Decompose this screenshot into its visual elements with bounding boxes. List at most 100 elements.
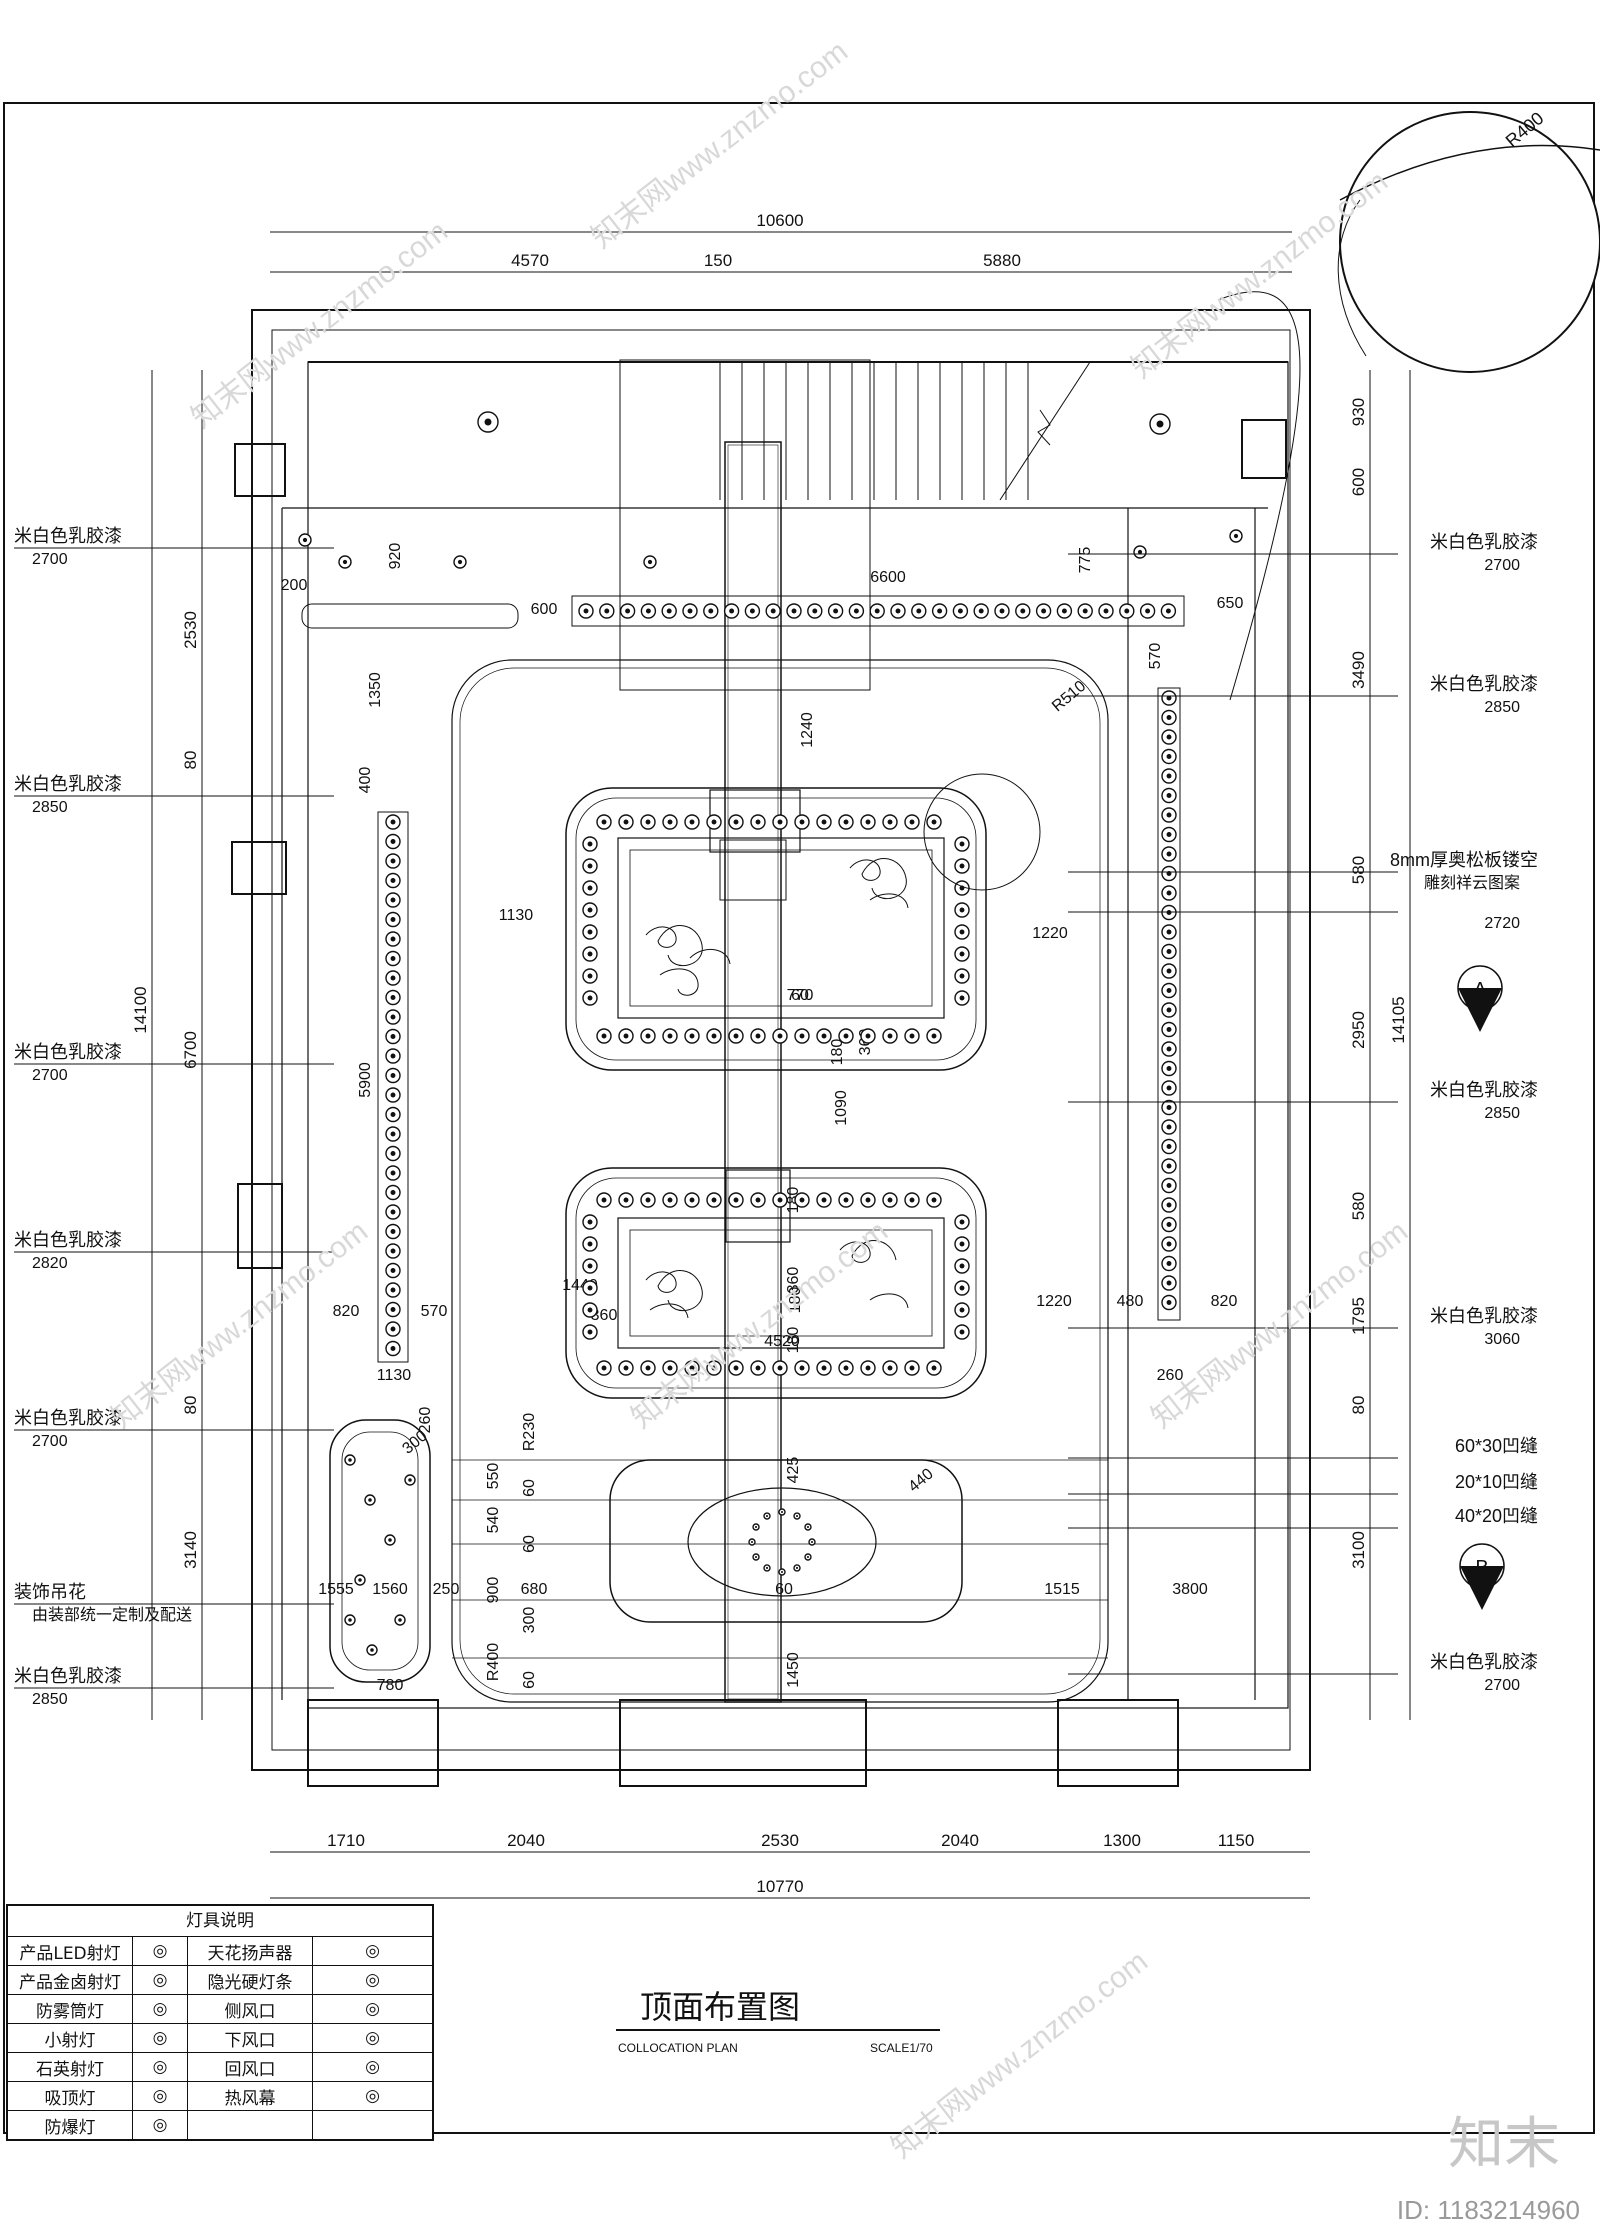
spotlight-fixture-core (390, 975, 396, 981)
spotlight-fixture-core (755, 1365, 761, 1371)
spotlight-fixture-core (1166, 1222, 1172, 1227)
inner-dimension: 1220 (1036, 1293, 1072, 1310)
material-label: 米白色乳胶漆 (1430, 1306, 1538, 1326)
inner-dimension: 650 (1217, 595, 1244, 612)
spotlight-fixture-core (1137, 549, 1143, 555)
spotlight-fixture-core (390, 839, 396, 844)
spotlight-fixture-core (348, 1618, 352, 1622)
inner-dimension: 1450 (785, 1652, 802, 1688)
spotlight-fixture-core (755, 1033, 761, 1039)
inner-dimension: 260 (1157, 1367, 1184, 1384)
spotlight-fixture-core (810, 1540, 814, 1544)
inner-dimension: R400 (485, 1643, 502, 1681)
inner-dimension: 1560 (372, 1581, 408, 1598)
spotlight-fixture-core (390, 936, 396, 942)
spotlight-fixture-core (1166, 1300, 1172, 1305)
spotlight-fixture-core (777, 1197, 783, 1203)
top-segment: 4570 (511, 251, 549, 270)
spotlight-fixture-core (1041, 608, 1047, 614)
side-vent-icon: ◎ (365, 1999, 380, 2019)
spotlight-fixture-core (587, 1285, 593, 1291)
spotlight-fixture-core (1156, 420, 1164, 428)
spotlight-fixture-core (1166, 695, 1172, 701)
bottom-segment: 1150 (1218, 1831, 1255, 1850)
right-segment: 580 (1349, 856, 1368, 884)
spotlight-fixture-core (754, 1555, 758, 1559)
drawing-subtitle: COLLOCATION PLAN (618, 2041, 738, 2055)
left-segment: 80 (181, 1396, 200, 1415)
spotlight-fixture-core (711, 819, 717, 825)
spotlight-fixture-core (388, 1538, 392, 1542)
spotlight-fixture-core (348, 1458, 352, 1462)
spotlight-fixture-core (865, 1365, 871, 1371)
inner-dimension: 1220 (1032, 925, 1068, 942)
spotlight-fixture-core (895, 608, 901, 614)
inner-dimension: 1090 (833, 1090, 850, 1126)
spotlight-fixture-core (390, 1268, 396, 1273)
spotlight-fixture-core (1166, 1046, 1172, 1052)
legend-label: 石英射灯 (8, 2053, 133, 2081)
material-label: 米白色乳胶漆 (14, 526, 122, 546)
spotlight-fixture-core (390, 995, 396, 1000)
spotlight-fixture-core (937, 608, 943, 614)
section-marker-a: A (1457, 965, 1503, 1032)
inner-dimension: 1350 (367, 672, 384, 708)
spotlight-fixture-core (1166, 715, 1172, 720)
return-vent-icon: ◎ (365, 2057, 380, 2077)
legend-label: 产品LED射灯 (8, 1937, 133, 1965)
spotlight-fixture-core (1166, 1027, 1172, 1032)
spotlight-fixture-core (601, 819, 607, 825)
spotlight-fixture-core (799, 1365, 805, 1371)
spotlight-fixture-core (909, 1033, 915, 1039)
spotlight-fixture-core (645, 608, 651, 614)
lighting-legend: 灯具说明 产品LED射灯◎天花扬声器◎产品金卤射灯◎隐光硬灯条◎防雾筒灯◎侧风口… (6, 1904, 434, 2141)
spotlight-fixture-core (390, 1229, 396, 1234)
drawing-title: 顶面布置图 (640, 1989, 800, 2025)
inner-dimension: 820 (333, 1303, 360, 1320)
antifog-downlight-icon: ◎ (133, 1995, 188, 2023)
spotlight-fixture-core (390, 1346, 396, 1351)
quartz-spotlight-icon: ◎ (133, 2053, 188, 2081)
spotlight-fixture-core (959, 841, 965, 847)
spotlight-fixture-core (342, 559, 348, 565)
spotlight-fixture-core (843, 1197, 849, 1203)
material-label: 8mm厚奥松板镂空 (1390, 850, 1538, 870)
spotlight-fixture-core (390, 1307, 396, 1312)
spotlight-fixture-core (711, 1033, 717, 1039)
inner-dimension: 180 (829, 1039, 846, 1066)
spotlight-fixture-core (770, 608, 776, 614)
material-label: 40*20凹缝 (1455, 1506, 1538, 1526)
inner-dimension: 425 (785, 1457, 802, 1484)
spotlight-fixture-core (390, 1287, 396, 1293)
spotlight-fixture-core (667, 1365, 673, 1371)
spotlight-fixture-core (390, 1073, 396, 1078)
inner-dimension: 440 (905, 1465, 936, 1495)
hidden-light-strip-icon: ◎ (365, 1970, 380, 1990)
legend-row: 防爆灯◎ (8, 2111, 432, 2139)
ceiling-height-label: 2720 (1484, 915, 1520, 932)
spotlight-fixture-core (645, 1197, 651, 1203)
material-label: 米白色乳胶漆 (14, 1408, 122, 1428)
material-label: 60*30凹缝 (1455, 1436, 1538, 1456)
spotlight-fixture-core (625, 608, 631, 614)
spotlight-fixture-core (1166, 988, 1172, 993)
spotlight-fixture-core (587, 951, 593, 957)
spotlight-fixture-core (623, 1365, 629, 1371)
spotlight-fixture-core (957, 608, 963, 614)
spotlight-fixture-core (587, 907, 593, 913)
inner-dimension: 820 (1211, 1293, 1238, 1310)
spotlight-fixture-core (601, 1197, 607, 1203)
stairs (719, 361, 1091, 501)
ceiling-height-label: 2820 (32, 1255, 68, 1272)
ceiling-height-label: 2700 (32, 1433, 68, 1450)
metal-halide-spotlight-icon: ◎ (133, 1966, 188, 1994)
spotlight-fixture-core (843, 1033, 849, 1039)
bottom-segment: 2040 (507, 1831, 545, 1850)
spotlight-fixture-core (587, 995, 593, 1001)
detail-callout: R400 (923, 108, 1600, 891)
spotlight-fixture-core (931, 1365, 937, 1371)
inner-dimension: 360 (785, 1267, 802, 1294)
spotlight-fixture-core (887, 1365, 893, 1371)
inner-dimension: 4520 (764, 1333, 800, 1350)
ceiling-height-label: 2850 (1484, 699, 1520, 716)
